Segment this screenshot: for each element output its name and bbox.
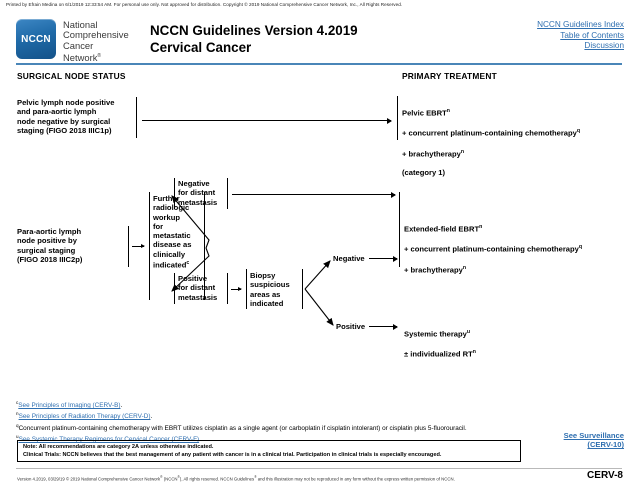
column-heading-primary-treatment: PRIMARY TREATMENT [402,71,497,81]
bracket-further-workup-left [149,192,150,300]
page-title: NCCN Guidelines Version 4.2019 Cervical … [150,22,358,56]
node-branch-positive: Positive [336,322,366,331]
page-title-line2: Cervical Cancer [150,40,252,55]
extended-treatment-line3: + brachytherapyn [404,264,467,275]
footnote-q-text: Concurrent platinum-containing chemother… [18,424,467,432]
node-branch-negative: Negative [333,254,365,263]
bracket-biopsy-right [302,269,303,309]
footnote-c: cSee Principles of Imaging (CERV-B). [16,400,123,410]
systemic-therapy-line1: Systemic therapyu [404,329,471,339]
bracket-para-aortic-positive [128,226,129,267]
bracket-positive-distant-right [227,273,228,304]
logo-word-comprehensive: Comprehensive [63,29,129,41]
node-positive-for-distant-metastasis: Positive for distant metastasis [178,274,218,302]
node-systemic-therapy: Systemic therapyu ± individualized RTn [404,319,604,369]
note-box: Note: All recommendations are category 2… [17,440,521,462]
nccn-logo: NCCN National Comprehensive Cancer Netwo… [16,19,129,64]
pelvic-treatment-line3: + brachytherapyn [402,148,465,159]
footer-divider [16,468,622,469]
arrow-branch-positive-to-systemic [369,323,398,330]
arrow-pelvic-to-treatment [142,117,392,124]
page-title-line1: NCCN Guidelines Version 4.2019 [150,23,358,38]
footnote-n: nSee Principles of Radiation Therapy (CE… [16,411,153,421]
link-nccn-guidelines-index[interactable]: NCCN Guidelines Index [537,20,624,29]
pelvic-treatment-line4: (category 1) [402,167,446,177]
page-identifier: CERV-8 [587,470,623,481]
node-pelvic-treatment: Pelvic EBRTn + concurrent platinum-conta… [402,98,634,186]
header-divider [16,63,622,65]
header-links: NCCN Guidelines Index Table of Contents … [537,20,624,52]
nccn-logo-wordmark: National Comprehensive Cancer Network® [63,19,129,64]
bracket-pelvic-node-positive [136,97,137,138]
surveillance-link-line2[interactable]: (CERV-10) [587,440,624,450]
arrow-negative-to-extended-field [232,191,396,198]
pelvic-treatment-line1: Pelvic EBRTn [402,108,450,118]
nccn-logo-text: NCCN [21,33,51,45]
footnote-c-link[interactable]: See Principles of Imaging (CERV-B) [18,402,121,410]
extended-treatment-line2: + concurrent platinum-containing chemoth… [404,244,583,254]
node-pelvic-node-positive: Pelvic lymph node positive and para-aort… [17,98,115,135]
systemic-therapy-line2: ± individualized RTn [404,349,476,359]
logo-word-national: National [63,19,98,30]
footnote-n-link[interactable]: See Principles of Radiation Therapy (CER… [18,413,151,421]
node-biopsy-suspicious-areas: Biopsy suspicious areas as indicated [250,271,290,308]
node-para-aortic-positive: Para-aortic lymph node positive by surgi… [17,227,83,264]
note-box-line2: Clinical Trials: NCCN believes that the … [23,451,442,458]
extended-treatment-line1: Extended-field EBRTn [404,224,483,234]
bracket-negative-distant-right [227,178,228,209]
see-surveillance-link: See Surveillance (CERV-10) [564,431,624,450]
footnote-q: qConcurrent platinum-containing chemothe… [16,422,467,432]
arrow-positive-to-biopsy [231,287,242,291]
surveillance-link-line1[interactable]: See Surveillance [563,431,624,440]
footer-copyright: Version 4.2019, 03/29/19 © 2019 National… [17,475,455,482]
node-negative-for-distant-metastasis: Negative for distant metastasis [178,179,218,207]
nccn-logo-mark: NCCN [16,19,56,59]
bracket-positive-distant-left [174,273,175,304]
link-discussion[interactable]: Discussion [584,41,624,51]
footnote-u-link[interactable]: See Systemic Therapy Regimens for Cervic… [18,436,200,444]
footnote-u: uSee Systemic Therapy Regimens for Cervi… [16,433,201,444]
bracket-pelvic-treatment [397,96,398,140]
pelvic-treatment-line2: + concurrent platinum-containing chemoth… [402,128,581,138]
link-table-of-contents[interactable]: Table of Contents [560,30,624,40]
node-extended-field-treatment: Extended-field EBRTn + concurrent platin… [404,214,634,284]
logo-word-cancer: Cancer [63,39,94,51]
footnotes: cSee Principles of Imaging (CERV-B). nSe… [16,399,626,444]
arrow-branch-negative-to-extended-field [369,255,398,262]
arrow-para-aortic-to-workup [132,244,145,248]
bracket-negative-distant-left [174,178,175,209]
note-box-line1: Note: All recommendations are category 2… [23,444,214,450]
bracket-biopsy-left [246,269,247,309]
bracket-extended-field-treatment [399,192,400,267]
logo-word-network: Network® [63,52,102,64]
print-watermark-banner: Printed by Efrain Medina on 6/1/2019 12:… [6,2,403,7]
column-heading-surgical-node-status: SURGICAL NODE STATUS [17,71,126,81]
